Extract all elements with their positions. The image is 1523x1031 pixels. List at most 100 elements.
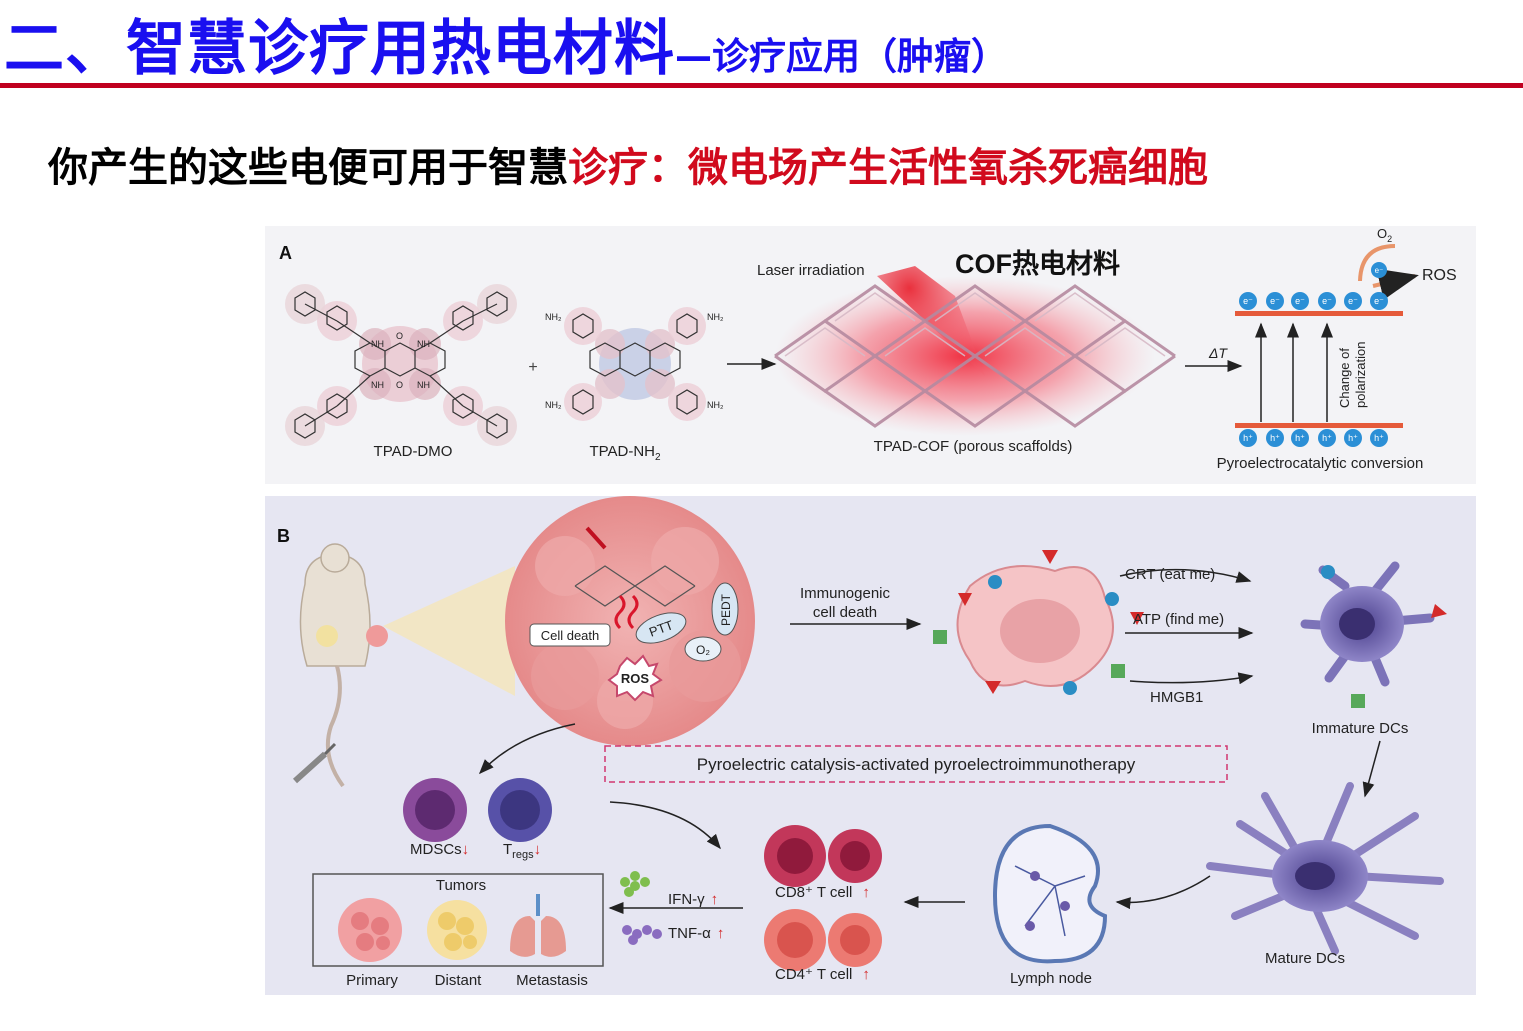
damp-signals: [933, 550, 1144, 695]
hole-charge: [1370, 429, 1388, 447]
mouse-illustration: [292, 543, 388, 788]
hole-charge: [1239, 429, 1257, 447]
o2-bubble: [684, 636, 722, 662]
syringe-icon: [292, 751, 328, 784]
metastasis-label: Metastasis: [516, 972, 588, 989]
distant-tumor: [427, 900, 487, 960]
nh2-group-1: NH₂: [545, 312, 562, 322]
lymph-node-label: Lymph node: [1010, 970, 1092, 987]
electron-charge-label: e⁻: [1243, 296, 1253, 306]
ros-label-b: ROS: [621, 671, 650, 686]
electron-charge: [1239, 292, 1257, 310]
figure: A NH NH NH: [265, 226, 1476, 995]
electron-charge-label: e⁻: [1322, 296, 1332, 306]
tumors-box: [312, 873, 604, 967]
tpad-dmo-molecule: NH NH NH NH O O: [285, 284, 517, 446]
primary-label: Primary: [346, 972, 398, 989]
cof-scaffold: [774, 266, 1176, 436]
immature-dc: [1300, 561, 1447, 708]
electron-charge: [1266, 292, 1284, 310]
subtitle-black: 你产生的这些电便可用于智慧: [48, 145, 568, 191]
dmo-o-1: O: [396, 331, 403, 341]
page-title: 二、智慧诊疗用热电材料—诊疗应用（肿瘤）: [4, 0, 1008, 84]
tpad-nh2-molecule: NH₂ NH₂ NH₂ NH₂: [545, 307, 724, 421]
polarization-line2: polarization: [1353, 342, 1368, 409]
treg-to-tcell-arrow: [609, 801, 721, 850]
atp-label: ATP (find me): [1133, 611, 1224, 628]
pyroelectric-diagram: Change of polarization e⁻ O2 ROS: [1235, 226, 1457, 428]
distant-label: Distant: [435, 972, 483, 989]
polarization-line1: Change of: [1337, 348, 1352, 408]
dying-tumor-cell: [956, 565, 1114, 687]
zoom-cone: [383, 566, 515, 696]
nh2-group-3: NH₂: [545, 400, 562, 410]
mdscs-cell: [403, 778, 467, 842]
hole-row: h⁺ h⁺ h⁺ h⁺ h⁺ h⁺: [1239, 429, 1388, 447]
ros-label-a: ROS: [1422, 267, 1457, 284]
tnf-label: TNF-α↑: [668, 925, 724, 942]
slide-subtitle: 你产生的这些电便可用于智慧诊疗：微电场产生活性氧杀死癌细胞: [48, 135, 1208, 193]
hole-charge-label: h⁺: [1270, 433, 1280, 443]
dmo-nh-2: NH: [417, 339, 430, 349]
laser-label: Laser irradiation: [757, 262, 865, 279]
electron-charge-label: e⁻: [1348, 296, 1358, 306]
electron-row: e⁻e⁻e⁻e⁻e⁻e⁻: [1239, 292, 1388, 310]
suppression-arrow: [478, 723, 576, 775]
icd-line2: cell death: [813, 604, 877, 621]
lungs-icon: [510, 894, 566, 957]
cof-material-label: COF热电材料: [955, 249, 1120, 279]
ifn-label: IFN-γ↑: [668, 891, 718, 908]
delta-t-label: ΔT: [1208, 345, 1228, 361]
o2-label-b: O₂: [696, 643, 710, 657]
conversion-label: Pyroelectrocatalytic conversion: [1217, 455, 1424, 472]
o2-curve-arrow: [1358, 244, 1396, 282]
hole-charge-label: h⁺: [1348, 433, 1358, 443]
electron-charge: [1344, 292, 1362, 310]
hole-charge-label: h⁺: [1243, 433, 1253, 443]
hole-charge-label: h⁺: [1295, 433, 1305, 443]
monomer1-label: TPAD-DMO: [374, 443, 453, 460]
hole-charge-label: h⁺: [1374, 433, 1384, 443]
pedt-label: PEDT: [719, 593, 733, 626]
hmgb1-label: HMGB1: [1150, 689, 1203, 706]
crt-label: CRT (eat me): [1125, 566, 1215, 583]
laser-pointer-icon: [585, 526, 607, 550]
lymph-node: [992, 823, 1108, 964]
title-divider: [0, 83, 1523, 88]
maturation-arrow: [1362, 740, 1381, 798]
therapy-banner-text: Pyroelectric catalysis-activated pyroele…: [697, 755, 1136, 774]
electron-charge-label: e⁻: [1295, 296, 1305, 306]
laser-beam: [877, 266, 985, 376]
monomer2-label: TPAD-NH2: [589, 443, 661, 463]
electron-charge: [1318, 292, 1336, 310]
heat-waves-icon: [614, 594, 626, 630]
dmo-nh-1: NH: [371, 339, 384, 349]
cd8-t-cells: [764, 825, 882, 887]
tumor-cluster: [505, 496, 755, 746]
nh2-group-4: NH₂: [707, 400, 724, 410]
o2-label: O2: [1377, 226, 1392, 244]
hole-charge-label: h⁺: [1322, 433, 1332, 443]
hole-charge: [1344, 429, 1362, 447]
primary-tumor: [338, 898, 402, 962]
immature-dcs-label: Immature DCs: [1312, 720, 1409, 737]
svg-text:e⁻: e⁻: [1375, 266, 1384, 275]
electron-o2: [1371, 262, 1387, 278]
title-main: 二、智慧诊疗用热电材料: [4, 14, 675, 84]
dc-to-lymph-arrow: [1115, 875, 1211, 910]
cell-death-box: [529, 623, 611, 647]
mature-dc: [1206, 782, 1444, 955]
panel-b-letter: B: [277, 526, 290, 546]
cd4-t-cells: [764, 909, 882, 971]
cd4-label: CD4⁺ T cell↑: [775, 966, 870, 983]
product-label: TPAD-COF (porous scaffolds): [874, 438, 1073, 455]
ros-burst: [607, 654, 663, 702]
icd-line1: Immunogenic: [800, 585, 891, 602]
mdscs-label: MDSCs↓: [410, 841, 469, 858]
mature-dcs-label: Mature DCs: [1265, 950, 1345, 967]
ifn-gamma-icon: [620, 871, 650, 897]
dmo-nh-3: NH: [371, 380, 384, 390]
cell-death-label: Cell death: [541, 628, 600, 643]
subtitle-red: 诊疗：微电场产生活性氧杀死癌细胞: [568, 145, 1208, 191]
ptt-bubble: [635, 612, 687, 644]
